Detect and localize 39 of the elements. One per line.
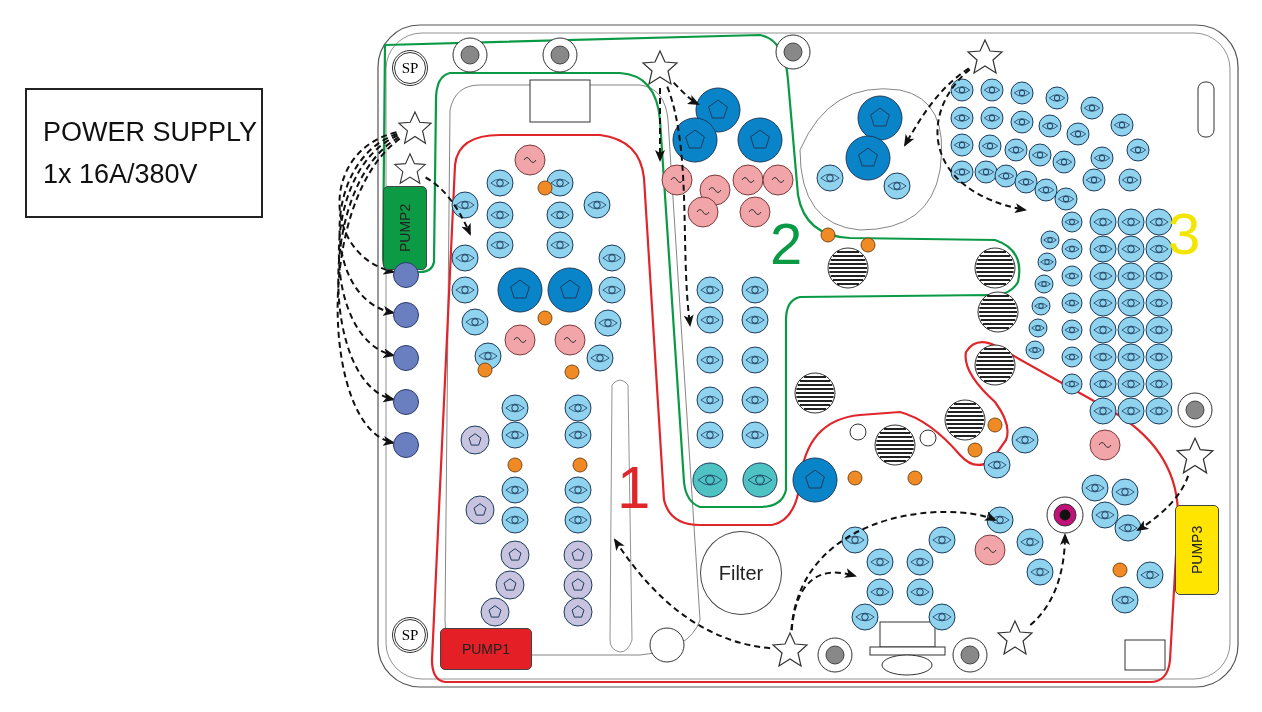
sp-fitting: SP [392, 617, 428, 653]
star-valve [965, 38, 1005, 76]
power-supply-heading: POWER SUPPLY [43, 116, 258, 149]
dashed-arrow [338, 131, 398, 274]
jet-circle [393, 389, 419, 415]
star-valve [640, 48, 680, 88]
dashed-arrow [904, 67, 970, 147]
jet-circle [393, 345, 419, 371]
dashed-arrow [1029, 533, 1070, 627]
star-valve [995, 618, 1035, 658]
star-valve [1174, 435, 1216, 477]
zone-number: 1 [617, 458, 651, 518]
dashed-arrow [655, 87, 665, 162]
sp-fitting: SP [392, 50, 428, 86]
star-valve [770, 630, 810, 670]
dashed-arrow [613, 538, 772, 650]
pump-box: PUMP1 [440, 628, 532, 670]
star-valve [392, 152, 428, 186]
pump-box: PUMP3 [1175, 505, 1219, 595]
dashed-arrow [672, 81, 700, 105]
dashed-arrow [424, 176, 471, 236]
zone-number: 2 [770, 215, 803, 273]
dashed-arrow [666, 85, 694, 327]
dashed-arrow [936, 68, 1027, 213]
zone-number: 3 [1168, 205, 1201, 263]
jet-circle [393, 432, 419, 458]
pump-box: PUMP2 [383, 186, 427, 270]
dashed-arrow [337, 136, 400, 401]
dashed-arrow [338, 133, 399, 315]
filter-housing: Filter [700, 531, 782, 615]
jet-circle [393, 302, 419, 328]
dashed-arrow [336, 137, 401, 444]
dashed-arrow [337, 134, 399, 357]
dashed-arrow [790, 568, 857, 632]
star-valve [396, 110, 434, 146]
dashed-arrow [1136, 474, 1190, 532]
dashed-arrow [790, 510, 997, 632]
power-rating-text: 1x 16A/380V [43, 158, 198, 191]
power-supply-box [25, 88, 263, 218]
